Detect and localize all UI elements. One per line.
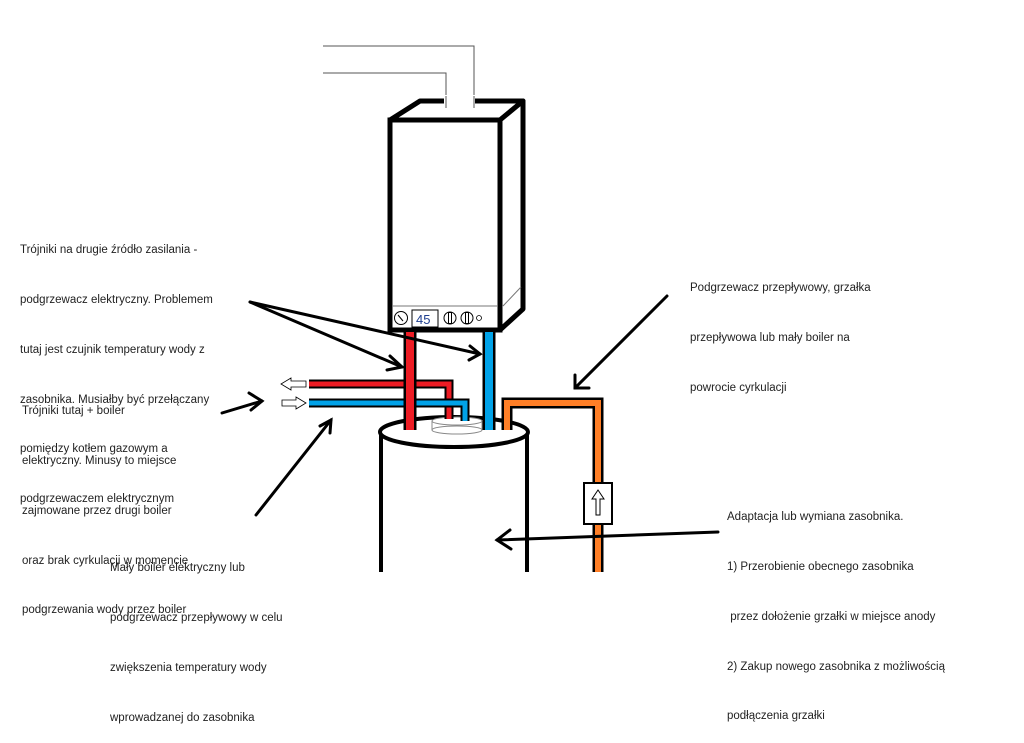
temperature-readout: 45	[416, 312, 430, 327]
annotation-circulation-heater: Podgrzewacz przepływowy, grzałka przepły…	[690, 247, 871, 413]
annotation-line: pomiędzy kotłem gazowym a	[20, 443, 168, 456]
knob-icon[interactable]	[460, 311, 474, 325]
temperature-display	[411, 309, 439, 328]
arrow-up-icon	[591, 489, 605, 516]
pointer-arrow-tees-to-hot	[248, 300, 406, 372]
annotation-line: podgrzewacz elektryczny. Problemem	[20, 293, 213, 306]
annotation-line: Podgrzewacz przepływowy, grzałka	[690, 282, 871, 295]
annotation-line: elektryczny. Minusy to miejsce	[22, 454, 177, 467]
knob-icon[interactable]	[443, 311, 457, 325]
annotation-line: Trójniki na drugie źródło zasilania -	[20, 244, 198, 257]
pointer-arrow-tees-to-cold	[248, 300, 483, 362]
flue-outer-line	[323, 45, 475, 110]
boiler-side-detail	[502, 286, 522, 307]
annotation-tank-adaptation: Adaptacja lub wymiana zasobnika. 1) Prze…	[727, 476, 945, 742]
annotation-line: przepływowa lub mały boiler na	[690, 331, 850, 344]
annotation-line: podgrzewania wody przez boiler	[22, 604, 187, 617]
pointer-arrows	[220, 294, 720, 551]
arrow-right-icon	[281, 396, 307, 410]
annotation-small-boiler-inlet: Mały boiler elektryczny lub podgrzewacz …	[110, 527, 283, 743]
annotation-line: powrocie cyrkulacji	[690, 381, 787, 394]
indicator-light-icon	[476, 315, 482, 321]
annotation-line: Mały boiler elektryczny lub	[110, 562, 245, 575]
annotation-line: oraz brak cyrkulacji w momencie	[22, 554, 189, 567]
annotation-tees-electric-boiler: Trójniki tutaj + boiler elektryczny. Min…	[22, 370, 188, 636]
boiler-side-face	[497, 98, 526, 333]
pressure-gauge-icon	[394, 311, 408, 325]
pointer-arrow-tank	[494, 528, 720, 551]
annotation-line: Adaptacja lub wymiana zasobnika.	[727, 511, 904, 524]
annotation-line: przez dołożenie grzałki w miejsce anody	[727, 610, 936, 623]
annotation-line: zasobnika. Musiałby być przełączany	[20, 393, 210, 406]
annotation-line: podgrzewaczem elektrycznym	[20, 493, 175, 506]
gas-boiler: 45	[387, 95, 526, 333]
annotation-line: wprowadzanej do zasobnika	[110, 711, 255, 724]
annotation-line: Trójniki tutaj + boiler	[22, 405, 125, 418]
arrow-left-icon	[280, 377, 307, 391]
storage-tank	[378, 415, 530, 572]
pipes	[309, 332, 604, 572]
annotation-line: podłączenia grzałki	[727, 710, 825, 723]
heating-diagram: 45	[220, 45, 720, 572]
annotation-line: 1) Przerobienie obecnego zasobnika	[727, 560, 914, 573]
pointer-arrow-electric-boiler	[220, 391, 265, 415]
control-panel: 45	[394, 309, 482, 328]
pointer-arrow-circulation	[573, 294, 669, 390]
boiler-front-face	[387, 117, 503, 333]
annotation-line: tutaj jest czujnik temperatury wody z	[20, 343, 205, 356]
pointer-arrow-small-boiler	[254, 417, 333, 517]
annotation-line: zajmowane przez drugi boiler	[22, 504, 172, 517]
annotation-line: 2) Zakup nowego zasobnika z możliwością	[727, 660, 945, 673]
circulation-pump	[583, 482, 613, 525]
cold-water-branch-pipe	[309, 398, 470, 421]
annotation-tees-second-source: Trójniki na drugie źródło zasilania - po…	[20, 209, 213, 524]
annotation-line: podgrzewacz przepływowy w celu	[110, 611, 283, 624]
annotation-line: zwiększenia temperatury wody	[110, 661, 267, 674]
